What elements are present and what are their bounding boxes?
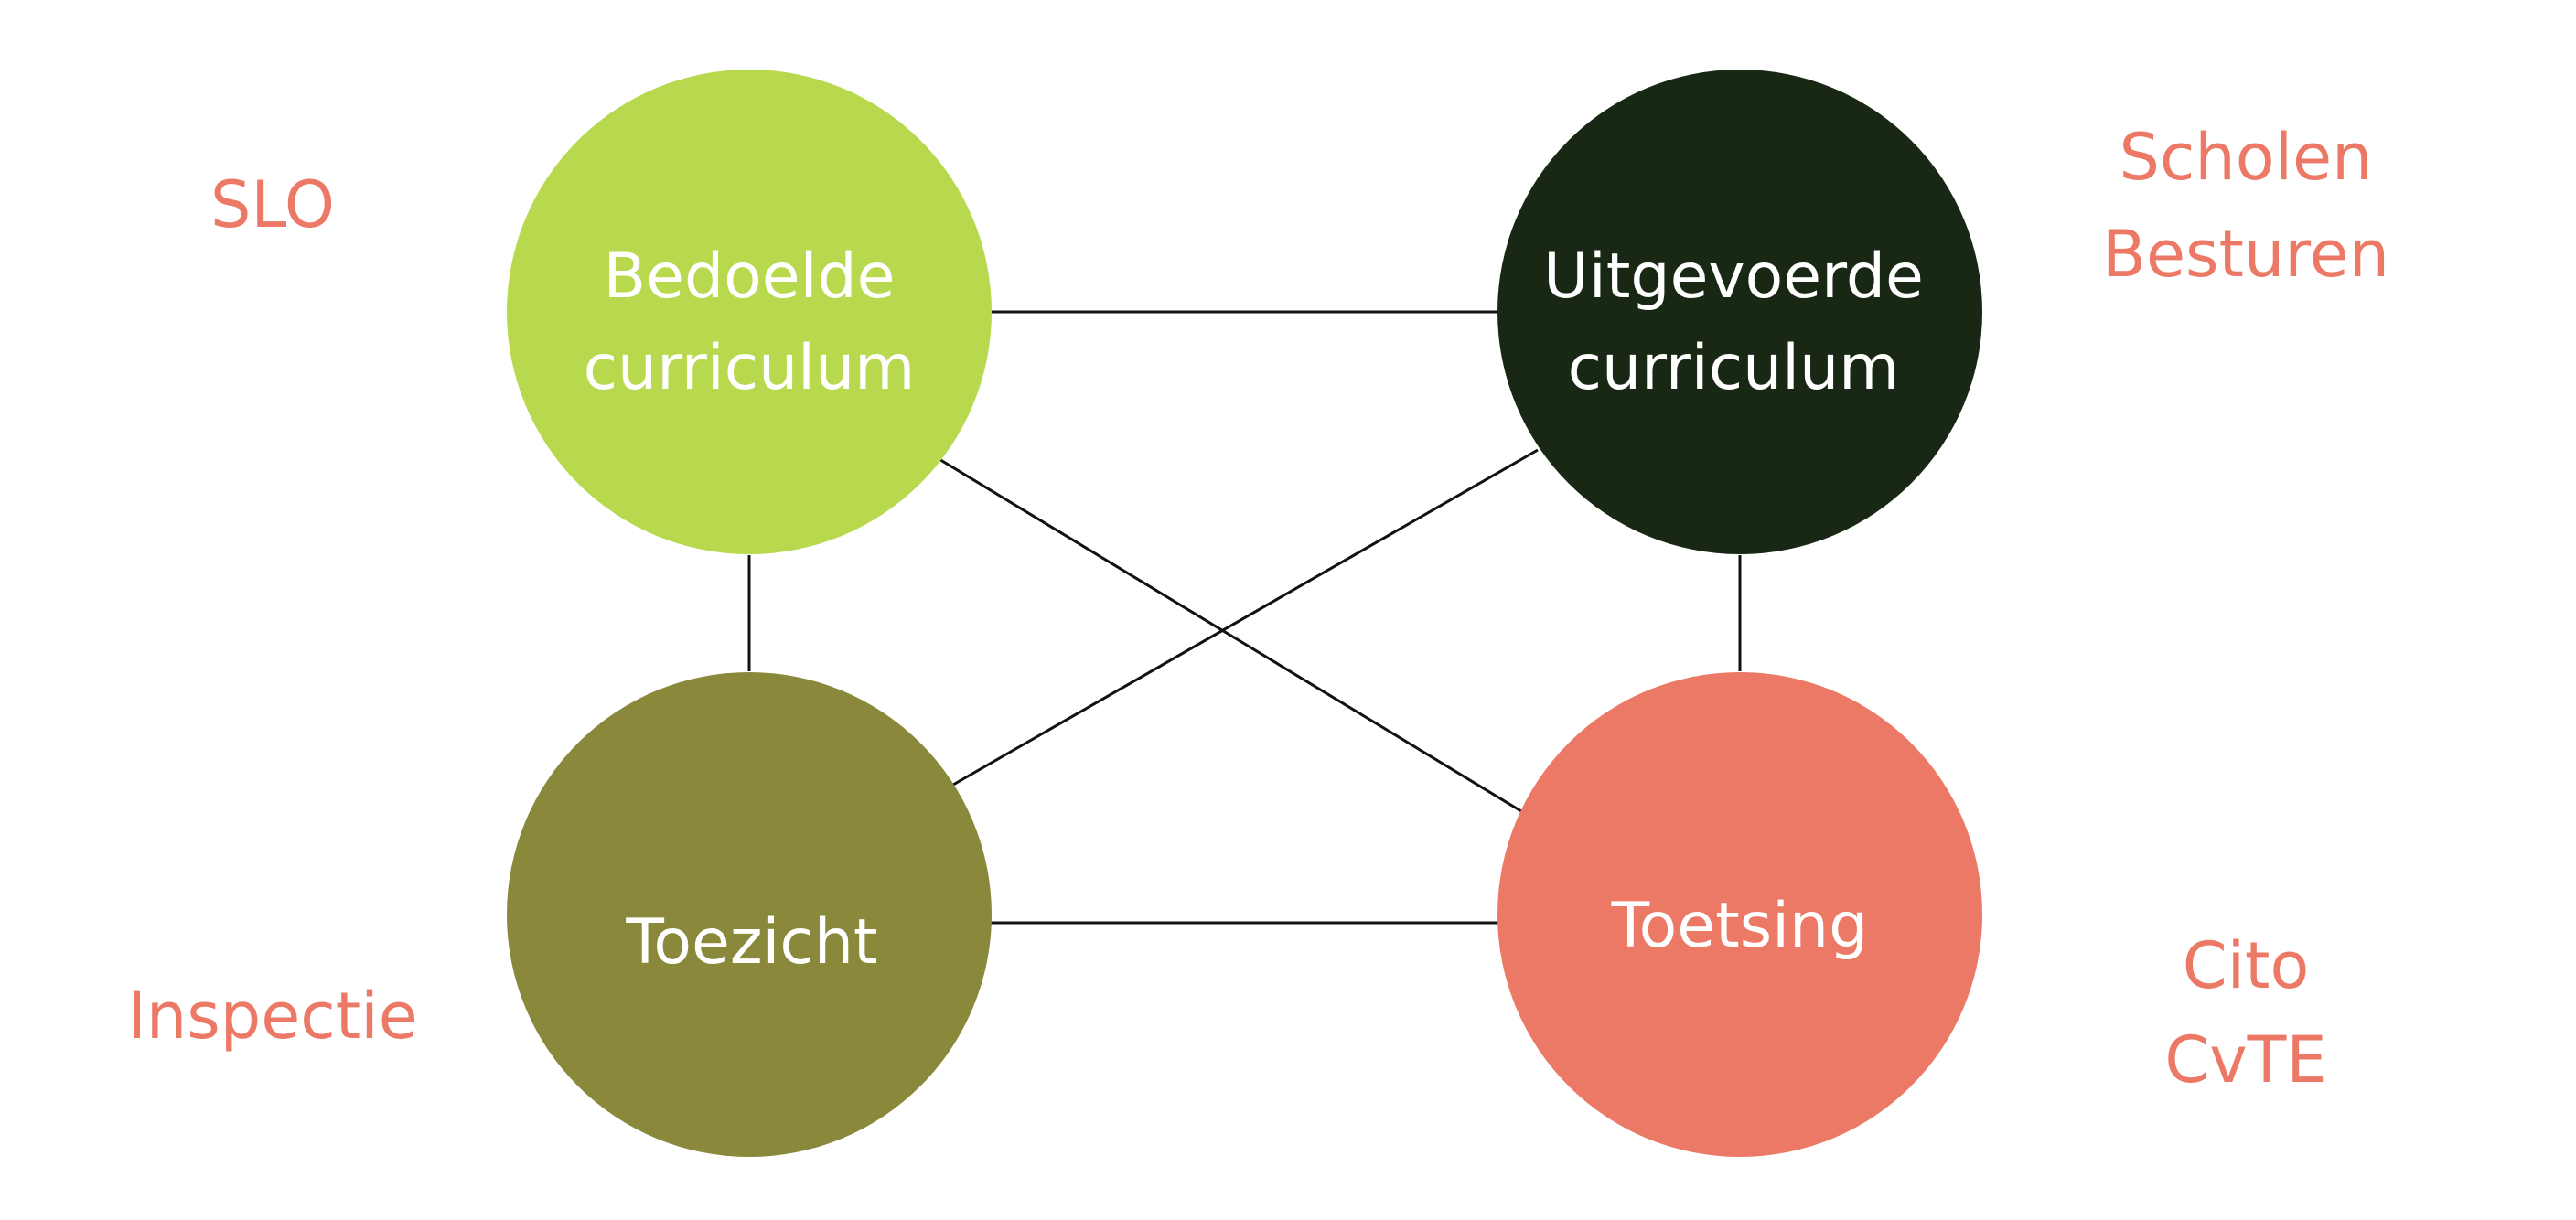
node-circle	[507, 70, 992, 554]
node-toetsing: Toetsing	[1497, 672, 1982, 1157]
edge-bedoelde-toetsing	[937, 456, 1522, 813]
edge-uitgevoerde-toezicht	[952, 448, 1539, 787]
actor-scholen: Scholen	[2120, 120, 2373, 195]
actor-besturen: Besturen	[2102, 217, 2389, 292]
node-circle	[507, 672, 992, 1157]
node-circle	[1497, 672, 1982, 1157]
node-label-line2: curriculum	[584, 332, 916, 404]
node-label: Toezicht	[625, 906, 877, 979]
node-toezicht: Toezicht	[507, 672, 992, 1157]
actor-slo: SLO	[210, 167, 335, 242]
node-label: Toetsing	[1611, 890, 1869, 962]
node-label-line2: curriculum	[1568, 332, 1900, 404]
node-uitgevoerde-curriculum: Uitgevoerde curriculum	[1497, 70, 1982, 554]
node-label-line1: Uitgevoerde	[1543, 241, 1924, 313]
actor-cvte: CvTE	[2164, 1022, 2326, 1097]
node-label-line1: Bedoelde	[604, 241, 896, 313]
actor-inspectie: Inspectie	[127, 979, 417, 1054]
actor-cito: Cito	[2183, 928, 2310, 1003]
node-circle	[1497, 70, 1982, 554]
node-bedoelde-curriculum: Bedoelde curriculum	[507, 70, 992, 554]
